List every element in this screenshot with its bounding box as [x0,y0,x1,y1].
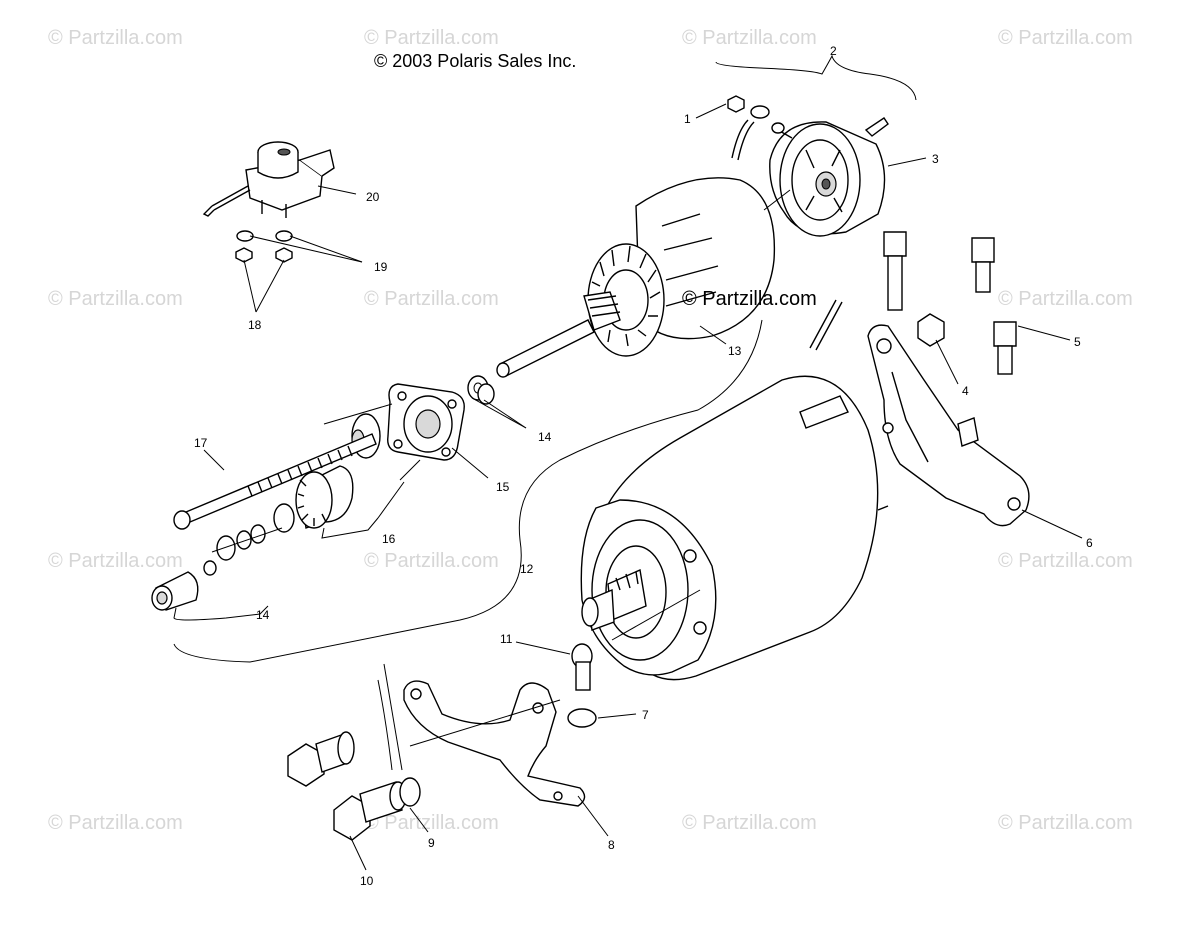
center-watermark: © Partzilla.com [682,288,817,310]
watermark: © Partzilla.com [998,812,1133,834]
watermark: © Partzilla.com [364,550,499,572]
callout-1: 1 [684,112,691,126]
callout-9: 9 [428,836,435,850]
copyright-notice: © 2003 Polaris Sales Inc. [374,51,577,71]
bracket-2 [715,54,917,101]
screw-part [571,643,593,691]
callout-8: 8 [608,838,615,852]
washer-part [567,708,597,728]
nut-washer-part [727,95,785,161]
callout-19: 19 [374,260,388,274]
guide-line [211,403,421,553]
callout-13: 13 [728,344,742,358]
washer-part [399,777,421,807]
callout-15: 15 [496,480,510,494]
leader-lines [203,103,1083,871]
callout-5: 5 [1074,335,1081,349]
armature-part [496,177,791,378]
watermark: © Partzilla.com [682,27,817,49]
callout-4: 4 [962,384,969,398]
nut-part [917,313,945,347]
solenoid-part [202,141,335,218]
washer-part [467,375,495,405]
callout-16: 16 [382,532,396,546]
callout-6: 6 [1086,536,1093,550]
callout-20: 20 [366,190,380,204]
watermark: © Partzilla.com [998,288,1133,310]
callout-3: 3 [932,152,939,166]
washer-part [236,230,293,242]
watermark: © Partzilla.com [364,27,499,49]
callout-18: 18 [248,318,262,332]
motor-housing-part [580,299,889,681]
callout-7: 7 [642,708,649,722]
callout-14: 14 [256,608,270,622]
callout-12: 12 [520,562,534,576]
watermark: © Partzilla.com [48,27,183,49]
watermark: © Partzilla.com [998,27,1133,49]
watermark: © Partzilla.com [364,288,499,310]
bolt-part [883,231,1017,375]
callout-11: 11 [500,632,513,646]
bracket-12 [173,319,763,663]
watermark: © Partzilla.com [998,550,1133,572]
spring-collar-part [151,524,266,611]
lower-bracket-part [377,663,586,807]
end-cover-part [769,117,889,237]
callout-2: 2 [830,44,837,58]
watermark: © Partzilla.com [48,288,183,310]
front-flange-part [387,383,465,461]
bracket-16 [321,481,405,539]
mount-bracket-part [867,324,1030,527]
watermark: © Partzilla.com [48,550,183,572]
nut-part [235,247,293,263]
bolt-part [287,731,407,841]
bracket-14 [173,605,269,621]
through-bolt-part [173,433,377,530]
callout-14: 14 [538,430,552,444]
callout-10: 10 [360,874,374,888]
watermark: © Partzilla.com [48,812,183,834]
watermark: © Partzilla.com [682,812,817,834]
watermark: © Partzilla.com [364,812,499,834]
callout-17: 17 [194,436,208,450]
